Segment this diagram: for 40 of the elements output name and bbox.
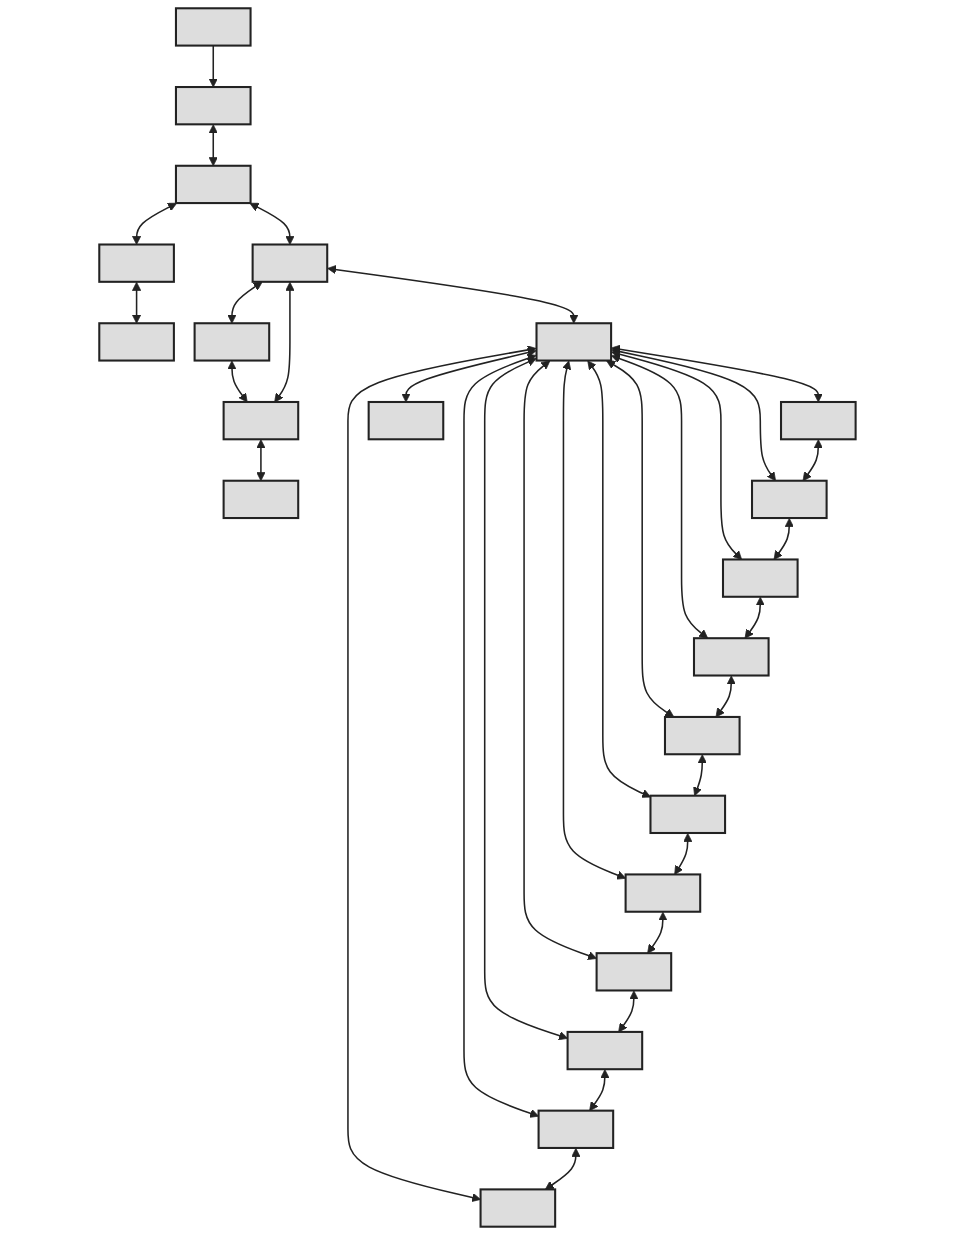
node-box	[222, 400, 299, 441]
node-box	[721, 558, 799, 598]
arrow	[346, 345, 537, 1202]
node-box	[174, 86, 252, 126]
arrow	[646, 911, 667, 954]
node-box	[535, 322, 612, 362]
arrow	[326, 265, 578, 324]
node-box	[595, 952, 672, 992]
arrow	[561, 360, 626, 880]
node-box	[251, 243, 328, 283]
node-box	[750, 479, 828, 520]
node-box	[779, 400, 857, 441]
arrow	[131, 281, 141, 324]
node-box	[174, 7, 252, 47]
arrow	[226, 281, 263, 324]
arrow	[249, 202, 295, 245]
arrow	[773, 518, 794, 560]
arrow	[544, 1147, 580, 1190]
node-box	[97, 322, 175, 362]
node-box	[193, 322, 270, 362]
arrow	[483, 357, 568, 1041]
arrow	[131, 202, 177, 245]
node-box	[649, 794, 726, 835]
node-box	[692, 637, 770, 677]
node-box	[566, 1030, 643, 1071]
node-box	[624, 873, 701, 913]
node-box	[663, 715, 741, 756]
node-box	[367, 400, 444, 441]
node-box	[222, 479, 299, 520]
arrow	[462, 353, 539, 1118]
node-box	[537, 1109, 614, 1149]
arrow	[744, 596, 765, 639]
arrow	[673, 833, 692, 875]
node-box	[479, 1188, 556, 1228]
arrow	[610, 349, 742, 560]
node-box	[174, 164, 252, 205]
arrow	[522, 360, 597, 960]
arrow	[610, 354, 708, 639]
arrow	[586, 360, 651, 798]
node-box	[97, 243, 175, 283]
